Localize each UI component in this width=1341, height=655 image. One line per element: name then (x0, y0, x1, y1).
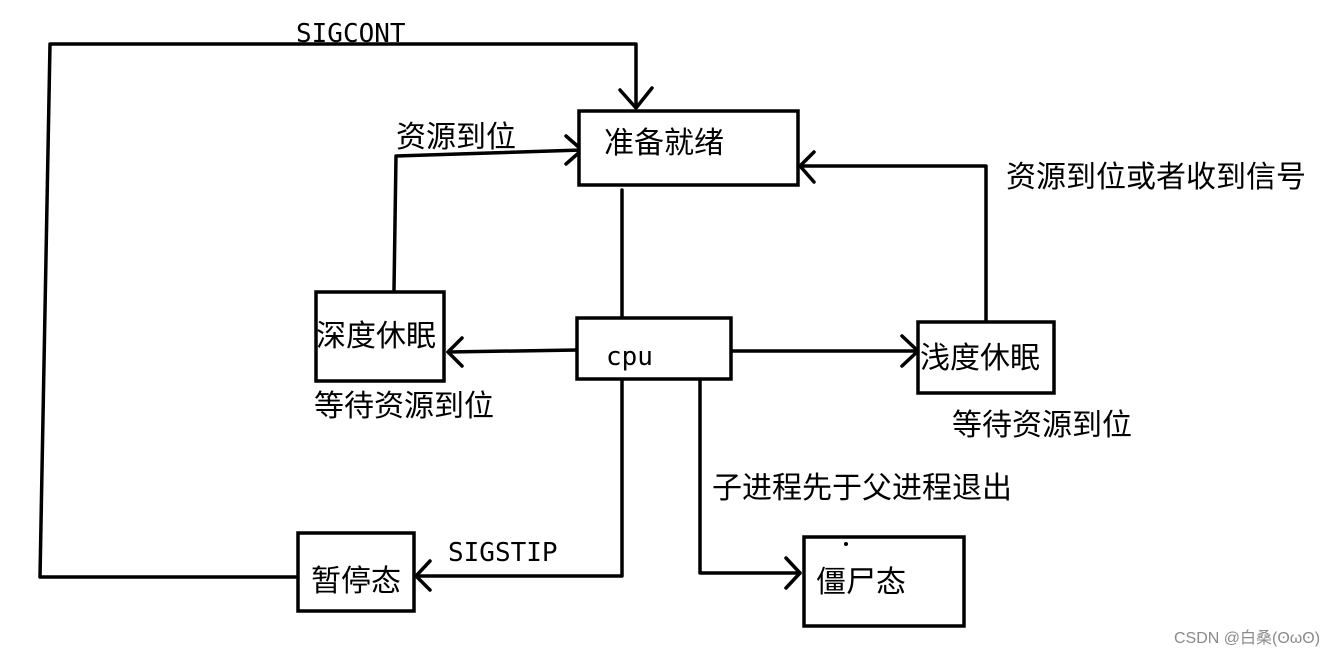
node-stopped: 暂停态 (296, 531, 416, 613)
arrowhead-cpu-to-deep (446, 336, 464, 368)
edge-sigcont (38, 42, 638, 579)
edge-deep-to-ready (392, 148, 584, 292)
label-light-to-ready: 资源到位或者收到信号 (1006, 160, 1306, 195)
stray-dot (844, 542, 848, 546)
node-cpu-label: cpu (606, 342, 653, 372)
label-sigstip: SIGSTIP (448, 538, 558, 568)
edge-light-to-ready (798, 164, 988, 322)
node-deep-sleep-label: 深度休眠 (316, 319, 436, 354)
label-deep-wait: 等待资源到位 (314, 389, 494, 424)
label-child-exit: 子进程先于父进程退出 (712, 471, 1012, 506)
watermark: CSDN @白桑(ʘωʘ) (1174, 629, 1320, 647)
node-light-sleep: 浅度休眠 (916, 320, 1056, 395)
arrowhead-cpu-to-zombie (784, 556, 802, 590)
edge-cpu-to-zombie (698, 379, 802, 575)
node-ready-label: 准备就绪 (604, 126, 724, 161)
label-sigcont: SIGCONT (296, 19, 406, 49)
node-ready: 准备就绪 (577, 109, 800, 187)
node-deep-sleep: 深度休眠 (314, 290, 446, 383)
node-zombie: 僵尸态 (802, 535, 966, 628)
node-light-sleep-label: 浅度休眠 (920, 341, 1040, 376)
edge-cpu-to-deep (446, 348, 580, 354)
arrowhead-sigcont (618, 86, 654, 110)
arrowhead-light-to-ready (798, 150, 816, 184)
node-stopped-label: 暂停态 (311, 564, 401, 599)
edge-cpu-to-stopped (414, 379, 624, 578)
arrowhead-cpu-to-stopped (414, 559, 432, 592)
node-zombie-label: 僵尸态 (816, 565, 906, 600)
label-deep-to-ready: 资源到位 (396, 120, 516, 155)
node-cpu: cpu (575, 316, 733, 381)
label-light-wait: 等待资源到位 (952, 408, 1132, 443)
